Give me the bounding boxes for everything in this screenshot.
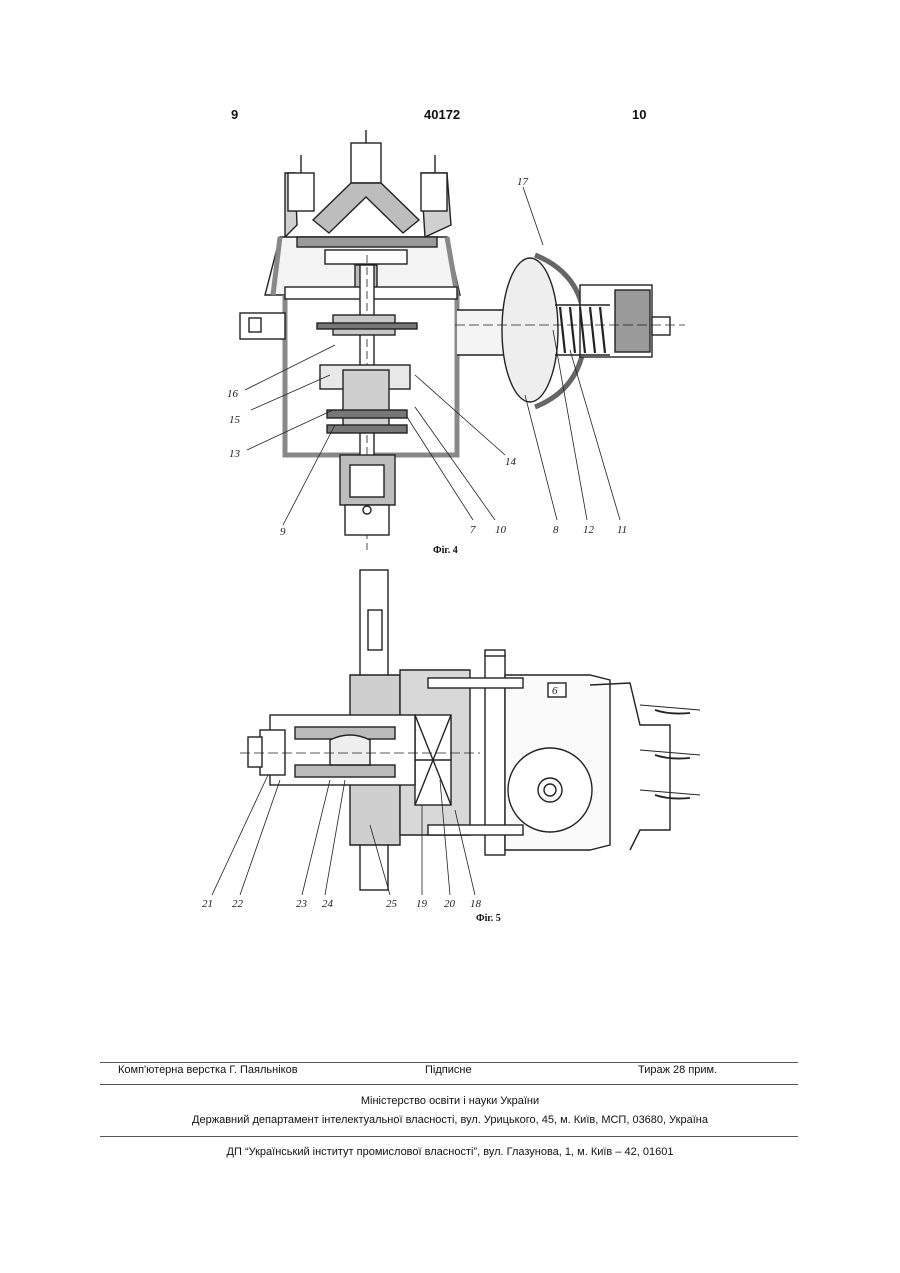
circulation: Тираж 28 прим. — [638, 1064, 717, 1076]
layout-credit: Комп'ютерна верстка Г. Паяльніков — [118, 1064, 298, 1076]
label-13: 13 — [229, 448, 241, 460]
signed-label: Підписне — [425, 1064, 472, 1076]
figure-5-labels: 21 22 23 24 25 19 20 18 6 — [200, 565, 720, 910]
footer-rule-bottom — [100, 1136, 798, 1137]
label-12: 12 — [583, 524, 595, 536]
figure-4-labels: 17 16 15 13 14 9 7 10 8 12 11 — [225, 125, 695, 550]
label-21: 21 — [202, 898, 213, 910]
label-17: 17 — [517, 176, 529, 188]
label-6: 6 — [552, 685, 558, 697]
figure-5-caption: Фіг. 5 — [476, 913, 501, 924]
label-7: 7 — [470, 524, 476, 536]
patent-number: 40172 — [424, 107, 460, 122]
department-line: Державний департамент інтелектуальної вл… — [0, 1114, 900, 1126]
institute-line: ДП “Український інститут промислової вла… — [0, 1146, 900, 1158]
label-10: 10 — [495, 524, 507, 536]
label-22: 22 — [232, 898, 244, 910]
label-16: 16 — [227, 388, 239, 400]
label-19: 19 — [416, 898, 428, 910]
ministry-line: Міністерство освіти і науки України — [0, 1095, 900, 1107]
label-23: 23 — [296, 898, 308, 910]
label-11: 11 — [617, 524, 627, 536]
figure-4-caption: Фіг. 4 — [433, 545, 458, 556]
footer-rule-top — [100, 1062, 798, 1063]
page-number-right: 10 — [632, 107, 646, 122]
label-24: 24 — [322, 898, 334, 910]
label-18: 18 — [470, 898, 482, 910]
footer-rule-middle — [100, 1084, 798, 1085]
label-14: 14 — [505, 456, 517, 468]
label-25: 25 — [386, 898, 398, 910]
label-9: 9 — [280, 526, 286, 538]
label-15: 15 — [229, 414, 241, 426]
page-number-left: 9 — [231, 107, 238, 122]
label-20: 20 — [444, 898, 456, 910]
label-8: 8 — [553, 524, 559, 536]
